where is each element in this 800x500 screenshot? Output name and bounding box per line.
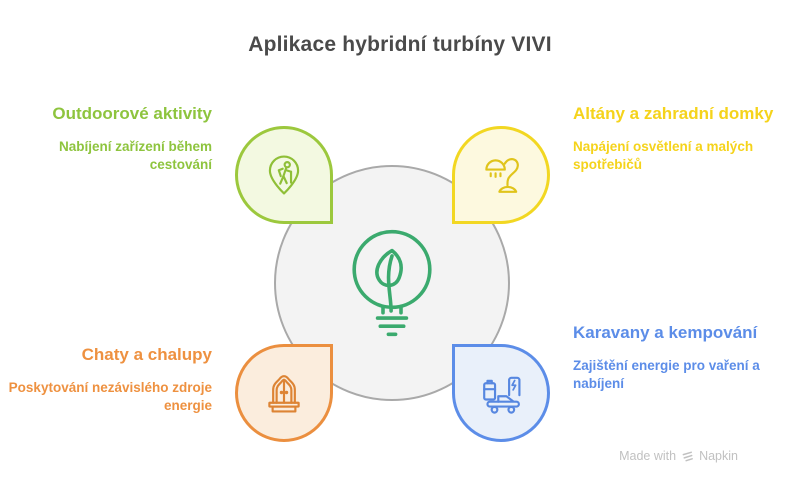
page-title: Aplikace hybridní turbíny VIVI (248, 33, 552, 56)
node-title: Chaty a chalupy (81, 345, 212, 364)
camper-charging-icon (475, 367, 527, 419)
node-altany-label: Altány a zahradní domky Napájení osvětle… (573, 103, 779, 174)
node-description: Zajištění energie pro vaření a nabíjení (573, 358, 760, 391)
attribution-brand: Napkin (699, 449, 738, 463)
node-description: Poskytování nezávislého zdroje energie (8, 380, 212, 413)
leaf-bulb-icon (338, 220, 446, 346)
node-description: Nabíjení zařízení během cestování (58, 139, 212, 172)
napkin-logo-icon (681, 450, 694, 463)
node-title: Outdoorové aktivity (52, 104, 212, 123)
attribution: Made with Napkin (619, 449, 738, 463)
node-description: Napájení osvětlení a malých spotřebičů (573, 139, 754, 172)
cabin-arch-icon (258, 367, 310, 419)
node-title: Altány a zahradní domky (573, 104, 774, 123)
node-chaty-petal (235, 344, 333, 442)
desk-lamp-icon (475, 149, 527, 201)
node-karavany-petal (452, 344, 550, 442)
hiker-pin-icon (258, 149, 310, 201)
node-altany-petal (452, 126, 550, 224)
attribution-prefix: Made with (619, 449, 677, 463)
node-karavany-label: Karavany a kempování Zajištění energie p… (573, 322, 779, 393)
node-chaty-label: Chaty a chalupy Poskytování nezávislého … (4, 344, 212, 415)
node-title: Karavany a kempování (573, 323, 758, 342)
node-outdoor-label: Outdoorové aktivity Nabíjení zařízení bě… (8, 103, 212, 174)
node-outdoor-petal (235, 126, 333, 224)
